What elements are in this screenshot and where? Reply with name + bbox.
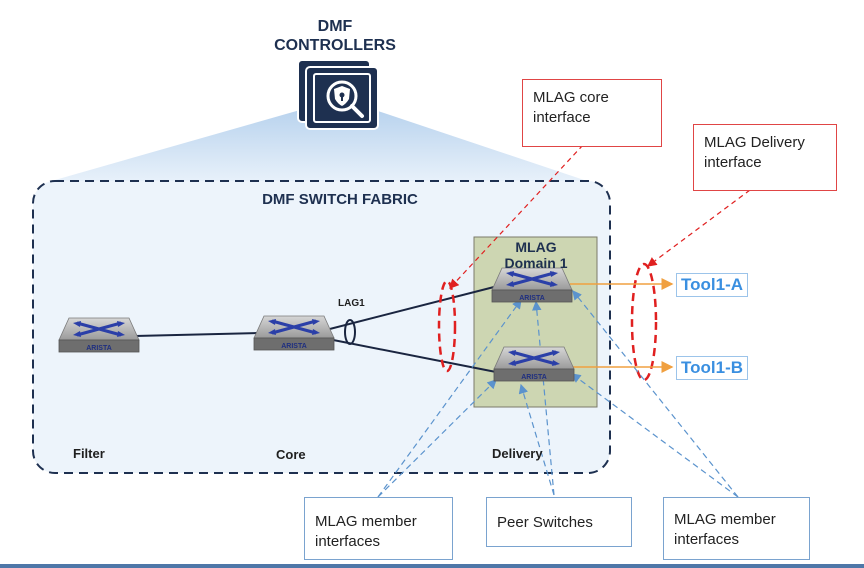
mlag-member-left-callout: MLAG member interfaces — [304, 497, 453, 560]
fabric-title: DMF SWITCH FABRIC — [262, 191, 418, 208]
member-left-arrows — [377, 299, 522, 498]
switch-brand-label: ARISTA — [519, 295, 545, 302]
tier-label-delivery: Delivery — [492, 446, 543, 461]
peer-switches-callout: Peer Switches — [486, 497, 632, 547]
mlag-switch-1-icon: ARISTA — [491, 267, 573, 303]
switch-brand-label: ARISTA — [521, 374, 547, 381]
mlag-core-callout: MLAG core interface — [522, 79, 662, 147]
mlag-core-ellipse — [437, 279, 457, 373]
mlag-delivery-callout: MLAG Delivery interface — [693, 124, 837, 191]
member-right-arrows — [571, 290, 739, 498]
controller-beam — [48, 110, 590, 182]
tier-label-core: Core — [276, 447, 306, 462]
footer-rule — [0, 564, 864, 568]
core-switch-icon: ARISTA — [253, 315, 335, 351]
core-callout-arrow — [449, 144, 584, 289]
lag-label: LAG1 — [338, 298, 365, 309]
delivery-callout-arrow — [647, 189, 751, 267]
filter-core-link — [134, 332, 259, 337]
controllers-title: DMF CONTROLLERS — [274, 18, 396, 54]
shield-search-icon — [326, 80, 364, 118]
tier-label-filter: Filter — [73, 446, 105, 461]
tool-b-label: Tool1-B — [676, 356, 749, 380]
switch-brand-label: ARISTA — [281, 343, 307, 350]
tool-a-label: Tool1-A — [676, 273, 749, 297]
mlag-switch-2-icon: ARISTA — [493, 346, 575, 382]
filter-switch-icon: ARISTA — [58, 317, 140, 353]
switch-brand-label: ARISTA — [86, 345, 112, 352]
mlag-domain-title: MLAG Domain 1 — [504, 239, 568, 271]
lag-link-upper — [317, 286, 495, 333]
lag-bundle-ellipse — [344, 319, 356, 345]
peer-arrows — [518, 300, 555, 496]
mlag-delivery-ellipse — [630, 262, 658, 382]
mlag-member-right-callout: MLAG member interfaces — [663, 497, 810, 560]
